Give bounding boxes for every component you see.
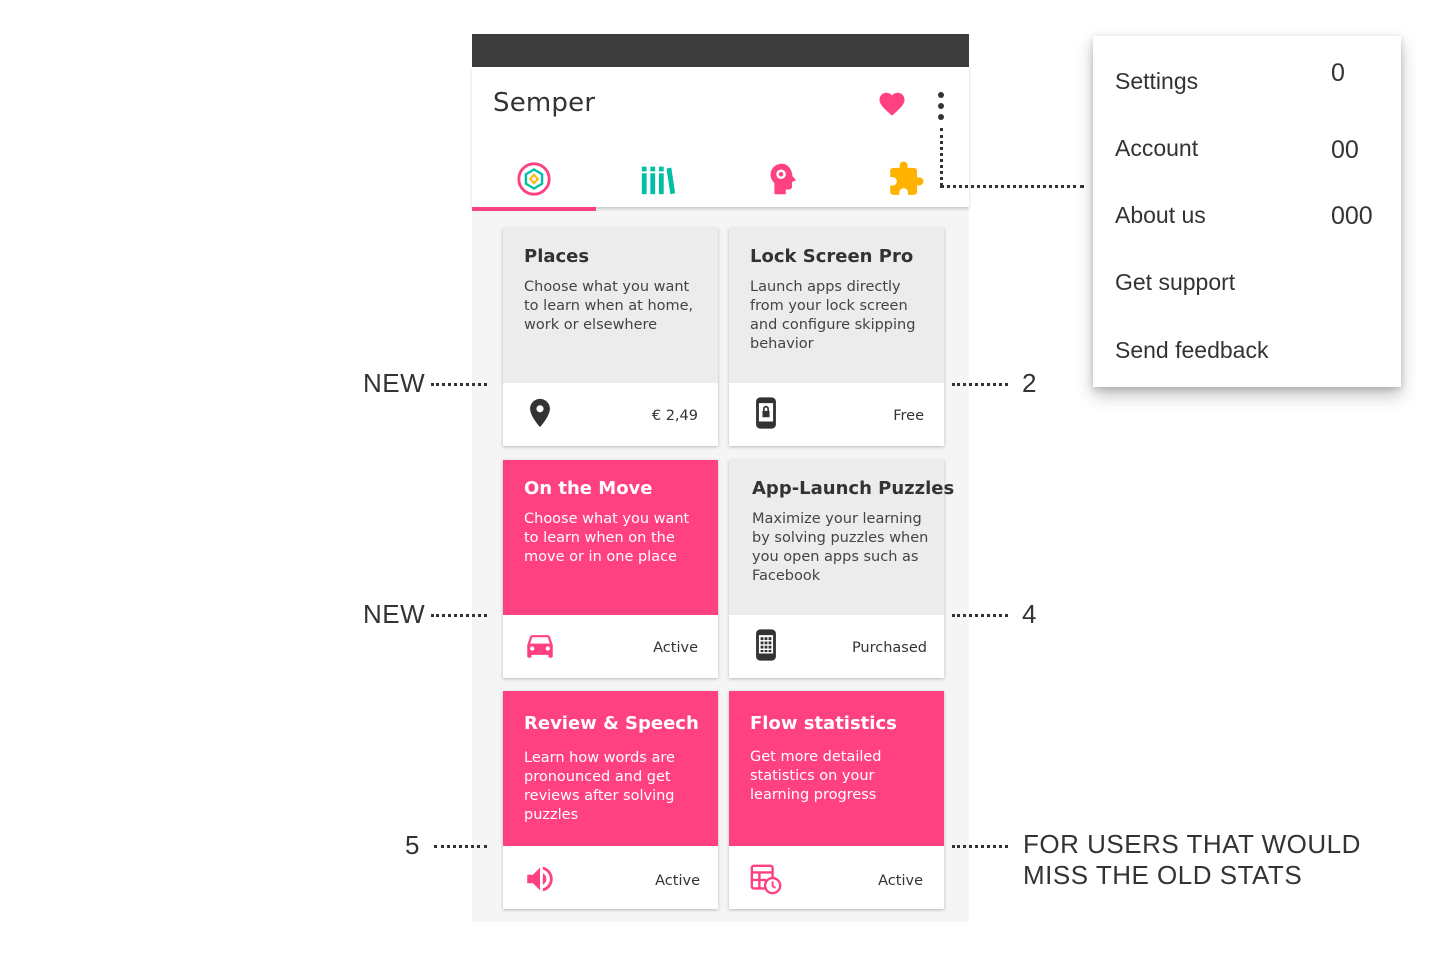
- annotation-four: 4: [1022, 599, 1037, 629]
- stats-clock-icon: [750, 864, 782, 895]
- phone-grid-icon: [756, 629, 776, 661]
- status-bar: [472, 34, 969, 67]
- card-title: App-Launch Puzzles: [752, 478, 955, 499]
- tab-home[interactable]: [472, 160, 596, 210]
- card-title: Review & Speech: [524, 713, 699, 734]
- phone-screen: Semper: [472, 34, 969, 922]
- annotation-line: [431, 614, 487, 617]
- tab-learning[interactable]: [720, 160, 844, 210]
- card-places[interactable]: Places Choose what you want to learn whe…: [503, 228, 718, 446]
- speaker-icon: [527, 866, 553, 892]
- card-title: Flow statistics: [750, 713, 897, 734]
- annotation-stats-line1: FOR USERS THAT WOULD: [1023, 829, 1361, 859]
- annotation-five: 5: [405, 830, 420, 860]
- menu-connector-vertical: [940, 128, 943, 186]
- car-icon: [527, 635, 553, 658]
- books-icon: [641, 166, 676, 195]
- tab-library[interactable]: [596, 160, 720, 210]
- menu-item-about-us[interactable]: About us: [1115, 202, 1206, 228]
- annotation-new-places: NEW: [363, 368, 426, 398]
- tab-plugins[interactable]: [844, 160, 968, 210]
- annotation-line: [431, 383, 487, 386]
- menu-item-account[interactable]: Account: [1115, 135, 1199, 161]
- annotation-new-on-the-move: NEW: [363, 599, 426, 629]
- annotation-number-settings: 0: [1331, 59, 1345, 87]
- card-description: Get more detailed statistics on your lea…: [750, 749, 882, 803]
- card-status: € 2,49: [651, 408, 698, 424]
- app-title: Semper: [493, 88, 596, 118]
- card-status: Free: [893, 408, 924, 424]
- head-icon: [770, 163, 796, 195]
- menu-item-get-support[interactable]: Get support: [1115, 269, 1236, 295]
- card-flow-statistics[interactable]: Flow statistics Get more detailed statis…: [729, 691, 944, 909]
- heart-icon[interactable]: [877, 89, 907, 119]
- card-lock-screen-pro[interactable]: Lock Screen Pro Launch apps directly fro…: [729, 228, 944, 446]
- annotation-number-account: 00: [1331, 136, 1359, 164]
- annotation-number-about-us: 000: [1331, 202, 1373, 230]
- card-title: Places: [524, 246, 590, 267]
- annotation-line: [434, 845, 487, 848]
- card-status: Active: [655, 873, 700, 889]
- card-review-speech[interactable]: Review & Speech Learn how words are pron…: [503, 691, 718, 909]
- card-title: On the Move: [524, 478, 653, 499]
- card-description: Learn how words are pronounced and get r…: [524, 750, 675, 823]
- location-pin-icon: [530, 398, 550, 428]
- app-bar: Semper: [472, 67, 969, 207]
- card-status: Active: [878, 873, 923, 889]
- phone-lock-icon: [756, 397, 776, 429]
- more-vert-icon[interactable]: [934, 91, 948, 121]
- menu-item-settings[interactable]: Settings: [1115, 68, 1199, 94]
- card-description: Choose what you want to learn when at ho…: [524, 279, 694, 333]
- card-description: Maximize your learning by solving puzzle…: [752, 511, 929, 584]
- annotation-two: 2: [1022, 368, 1037, 398]
- card-status: Purchased: [851, 640, 927, 656]
- overflow-menu: Settings Account About us Get support Se…: [1093, 36, 1401, 387]
- card-description: Launch apps directly from your lock scre…: [750, 279, 916, 352]
- card-description: Choose what you want to learn when on th…: [524, 511, 690, 565]
- card-on-the-move[interactable]: On the Move Choose what you want to lear…: [503, 460, 718, 678]
- annotation-line: [952, 383, 1008, 386]
- annotation-stats-line2: MISS THE OLD STATS: [1023, 860, 1303, 890]
- tab-indicator: [472, 207, 596, 211]
- menu-connector-horizontal: [940, 185, 1084, 188]
- menu-item-send-feedback[interactable]: Send feedback: [1115, 337, 1269, 363]
- target-icon: [517, 162, 551, 196]
- annotation-line: [952, 614, 1008, 617]
- annotation-line: [952, 845, 1008, 848]
- card-title: Lock Screen Pro: [750, 246, 914, 267]
- puzzle-icon: [890, 161, 924, 195]
- card-status: Active: [653, 640, 698, 656]
- card-app-launch-puzzles[interactable]: App-Launch Puzzles Maximize your learnin…: [729, 460, 954, 678]
